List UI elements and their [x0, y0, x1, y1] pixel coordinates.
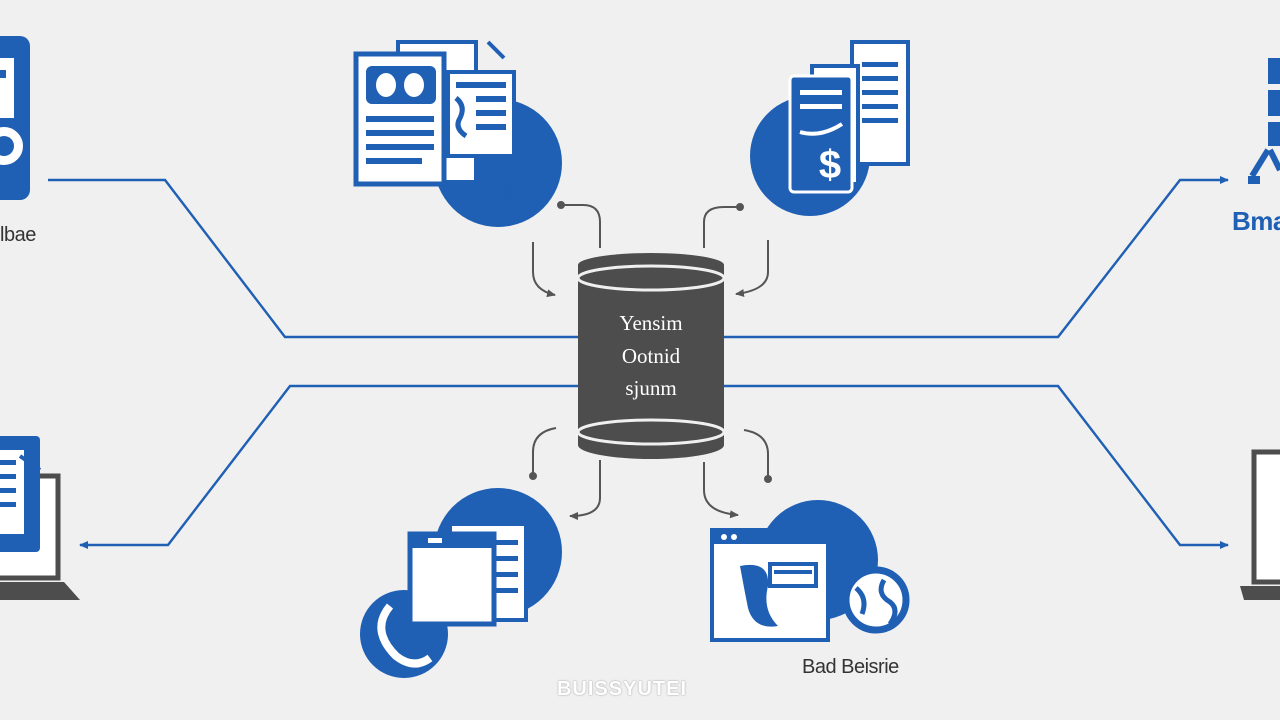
connector-br-1 — [743, 429, 769, 477]
footer-watermark-text: BUISSYUTEI — [556, 678, 688, 700]
browser-globe-icon — [710, 500, 910, 642]
left-edge-node-label: lbae — [0, 224, 36, 246]
connector-bl-1 — [532, 427, 557, 474]
org-chart-icon — [1248, 58, 1280, 184]
connector-br-2 — [703, 462, 739, 519]
user-lock-icon — [0, 36, 30, 200]
line-bottom-right — [724, 384, 1229, 549]
connector-bl-2 — [569, 460, 601, 520]
connector-tr-1 — [703, 206, 737, 248]
report-document-icon — [353, 40, 562, 227]
connector-tr-2 — [735, 240, 769, 297]
svg-text:$: $ — [819, 143, 841, 187]
center-node-line-1: Yensim — [619, 311, 683, 335]
gray-connectors — [529, 201, 772, 520]
bottom-right-node-label: Bad Beisrie — [802, 656, 899, 678]
center-node-line-3: sjunm — [625, 376, 677, 400]
invoice-document-icon: $ — [750, 40, 910, 216]
laptop-icon — [1240, 449, 1280, 600]
database-cylinder-icon — [576, 253, 726, 459]
line-top-right — [724, 176, 1229, 339]
connector-tl-1 — [563, 204, 601, 248]
connection-lines — [48, 176, 1229, 549]
phone-window-icon — [360, 488, 562, 678]
connector-tl-2 — [532, 242, 556, 298]
laptop-document-icon — [0, 436, 80, 600]
right-edge-node-label: Bma — [1232, 206, 1280, 236]
center-node-line-2: Ootnid — [621, 344, 681, 368]
line-top-left — [48, 178, 578, 339]
top-left-node-label: Rotution — [458, 181, 529, 203]
line-bottom-left — [79, 384, 578, 549]
